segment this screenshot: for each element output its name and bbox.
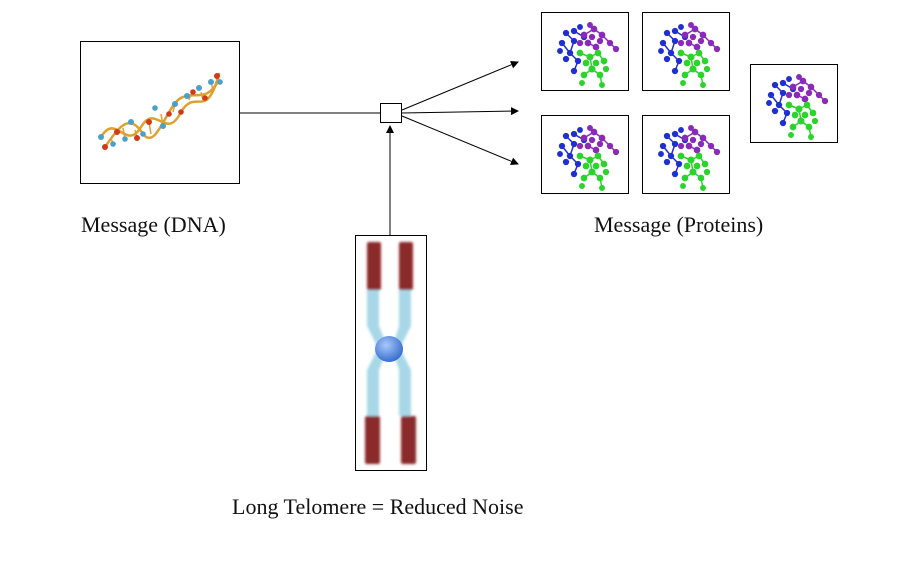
junction-to-middle-arrow xyxy=(401,107,519,116)
junction-to-bottom-arrow xyxy=(401,115,519,166)
protein-molecule-icon xyxy=(766,74,829,140)
protein-image-1 xyxy=(541,12,629,91)
telomere-bottom-left xyxy=(365,416,380,464)
chromosome-icon xyxy=(365,242,416,464)
protein-image-3 xyxy=(541,115,629,194)
protein-image-5 xyxy=(750,64,838,143)
protein-image-4 xyxy=(642,115,730,194)
telomere-top-right xyxy=(399,242,413,290)
telomere-top-left xyxy=(367,242,381,290)
protein-image-2 xyxy=(642,12,730,91)
protein-molecule-icon xyxy=(557,22,620,88)
junction-box xyxy=(380,103,402,123)
protein-molecule-icon xyxy=(557,125,620,191)
protein-molecule-icon xyxy=(658,125,721,191)
dna-image-box xyxy=(80,41,240,184)
proteins-caption: Message (Proteins) xyxy=(594,212,764,237)
telomere-caption: Long Telomere = Reduced Noise xyxy=(232,494,524,519)
dna-caption: Message (DNA) xyxy=(81,212,226,237)
dna-helix-icon xyxy=(98,72,223,150)
telomere-bottom-right xyxy=(401,416,416,464)
junction-to-top-arrow xyxy=(401,60,519,111)
chromosome-image-box xyxy=(355,235,427,471)
centromere xyxy=(375,336,403,362)
protein-molecule-icon xyxy=(658,22,721,88)
